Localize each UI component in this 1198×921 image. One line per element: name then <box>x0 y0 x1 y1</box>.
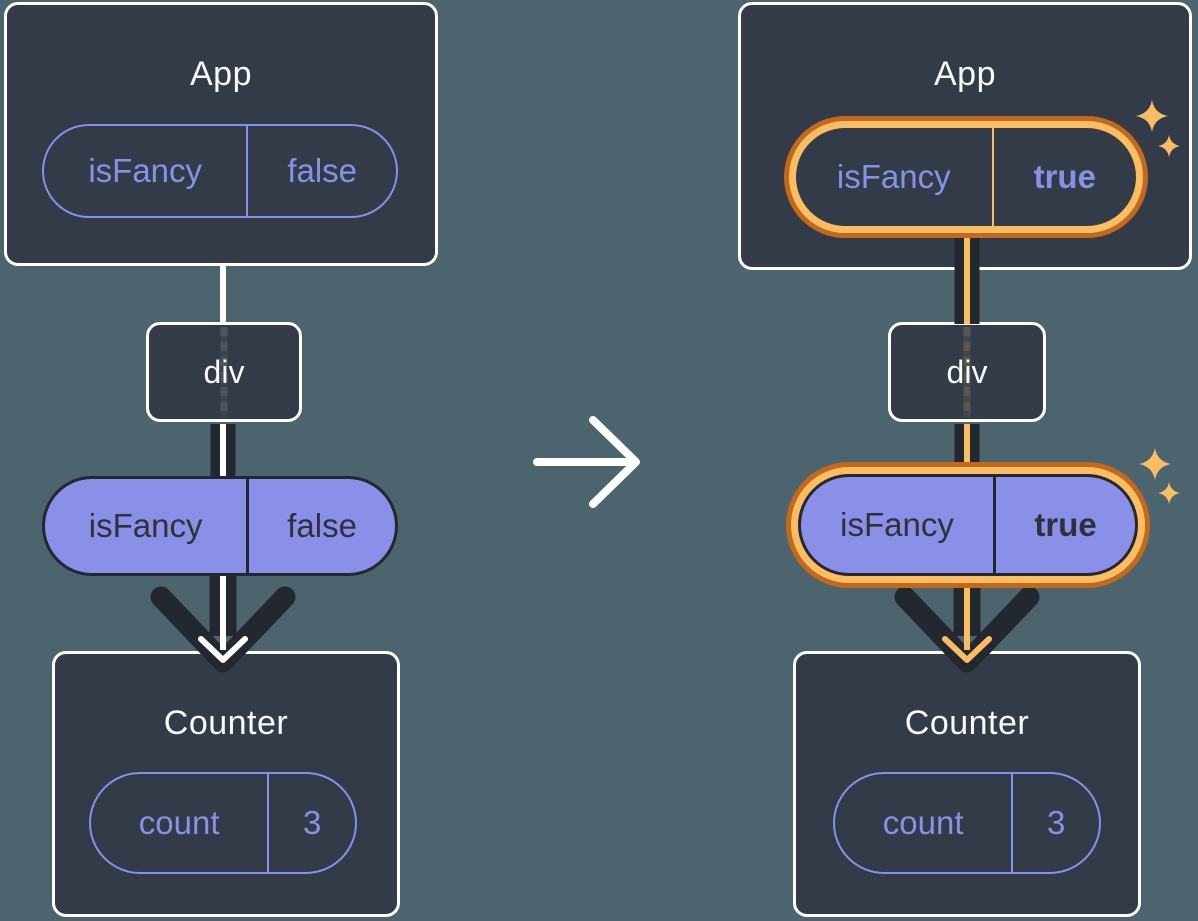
right-div-ghost-line <box>963 327 971 417</box>
left-app-title: App <box>190 55 252 93</box>
right-passed-prop-pill: isFancy true <box>798 474 1138 576</box>
left-passed-prop-pill: isFancy false <box>42 476 398 576</box>
middle-arrow-icon <box>533 416 640 508</box>
left-passed-prop-name: isFancy <box>88 507 203 544</box>
right-passed-prop-value: true <box>993 477 1135 573</box>
left-counter-title: Counter <box>163 704 289 742</box>
right-app-prop-name: isFancy <box>836 158 951 195</box>
left-div-box: div <box>146 322 302 422</box>
right-counter-state-value: 3 <box>1011 774 1099 872</box>
left-div-label: div <box>203 353 245 390</box>
right-div-label: div <box>946 353 988 390</box>
middle-arrow-head <box>589 416 640 508</box>
right-counter-title: Counter <box>904 704 1030 742</box>
left-div-ghost-line <box>220 327 228 417</box>
right-passed-prop-pill-highlight: isFancy true <box>786 462 1150 588</box>
right-div-box: div <box>888 322 1046 422</box>
left-app-prop-pill: isFancy false <box>42 124 398 218</box>
right-counter-state-pill: count 3 <box>833 772 1101 874</box>
left-passed-prop-value: false <box>246 479 395 573</box>
sparkle-icon <box>1158 482 1181 505</box>
left-counter-state-name: count <box>138 804 220 841</box>
right-app-title: App <box>934 55 996 93</box>
right-counter-state-name: count <box>882 804 964 841</box>
left-counter-state-value: 3 <box>267 774 355 872</box>
right-app-prop-pill-highlight: isFancy true <box>784 116 1148 238</box>
left-app-prop-name: isFancy <box>88 152 203 189</box>
left-app-prop-value: false <box>246 126 396 216</box>
right-app-prop-pill: isFancy true <box>796 128 1136 226</box>
left-counter-state-pill: count 3 <box>89 772 357 874</box>
right-app-prop-value: true <box>991 128 1137 226</box>
right-passed-prop-name: isFancy <box>840 506 954 543</box>
sparkle-icon <box>1139 448 1171 480</box>
